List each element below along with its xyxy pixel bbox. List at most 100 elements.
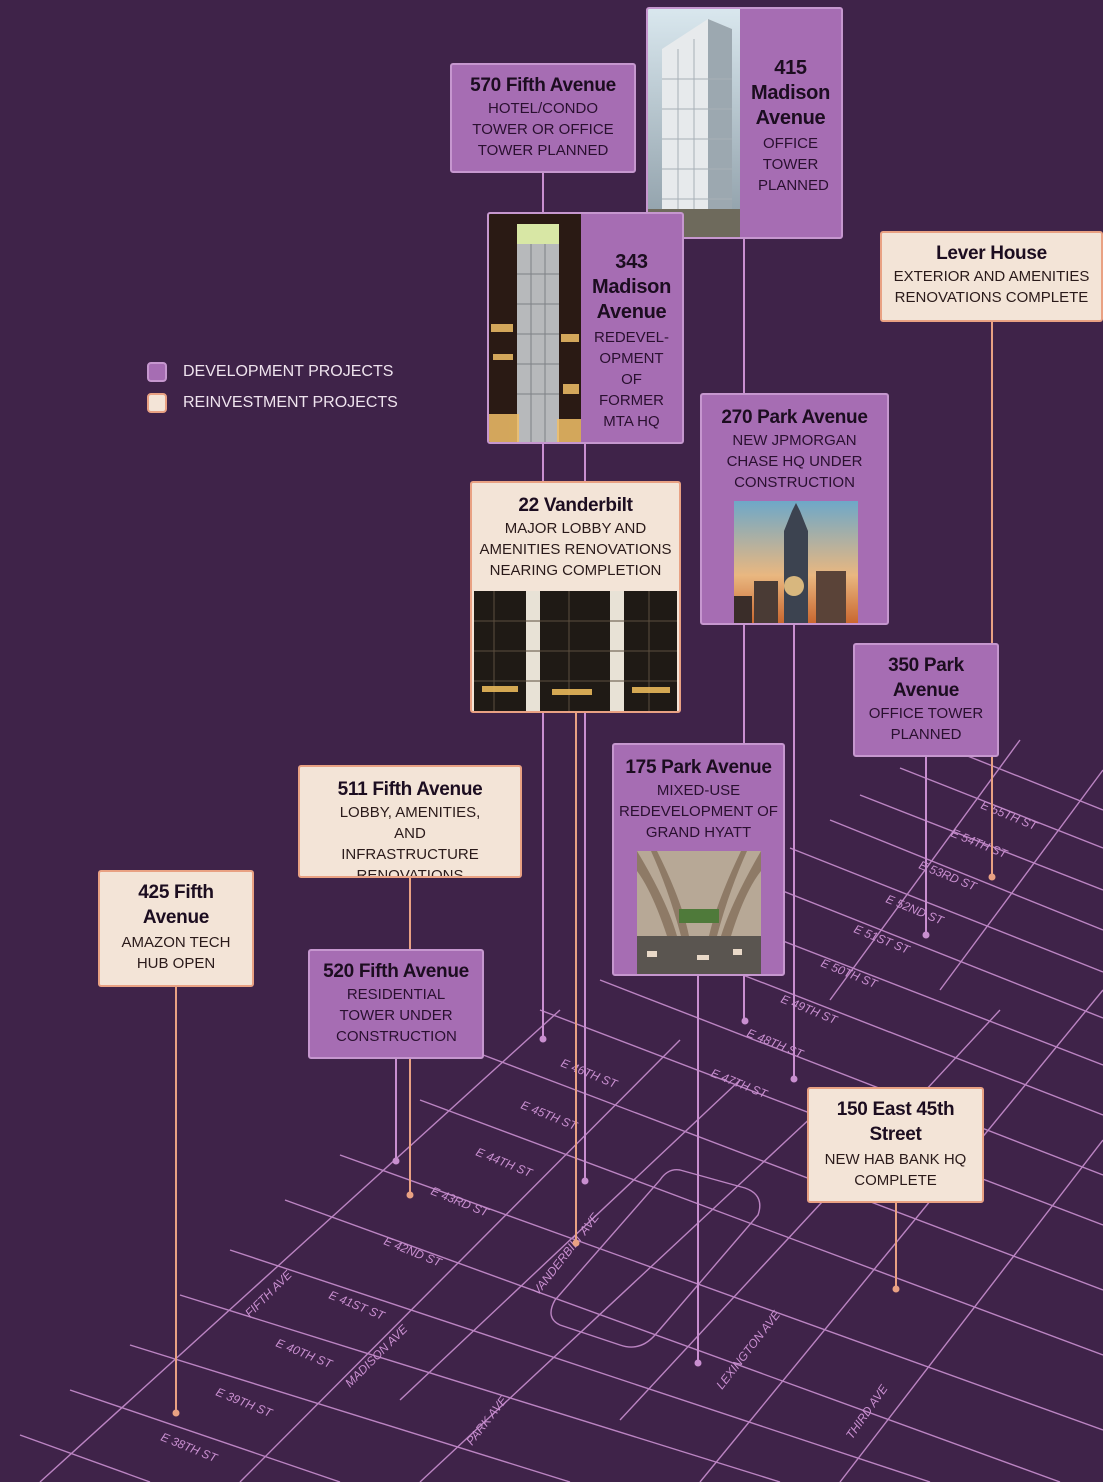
card-title: 415 Madison Avenue — [750, 57, 830, 129]
tower-175-park-image — [637, 851, 761, 974]
card-lever-house[interactable]: Lever House EXTERIOR AND AMENITIES RENOV… — [880, 231, 1103, 322]
card-description: EXTERIOR AND AMENITIES RENOVATIONS COMPL… — [893, 268, 1090, 306]
label-e39: E 39TH ST — [214, 1385, 276, 1421]
marker-lever — [988, 873, 996, 881]
label-third-ave: THIRD AVE — [843, 1381, 891, 1441]
street-e47 — [599, 979, 1103, 1176]
street-e37 — [19, 1434, 151, 1482]
label-e45: E 45TH ST — [519, 1098, 581, 1134]
marker-425 — [172, 1409, 180, 1417]
label-e54: E 54TH ST — [949, 826, 1011, 862]
marker-511 — [406, 1191, 414, 1199]
tower-415-madison-image — [648, 9, 740, 237]
marker-175 — [694, 1359, 702, 1367]
label-e38: E 38TH ST — [159, 1430, 221, 1466]
card-511-fifth-avenue[interactable]: 511 Fifth Avenue LOBBY, AMENITIES, AND I… — [298, 765, 522, 878]
legend-reinvestment: REINVESTMENT PROJECTS — [147, 387, 398, 418]
label-e43: E 43RD ST — [429, 1184, 492, 1220]
street-e41 — [229, 1249, 931, 1482]
card-title: 520 Fifth Avenue — [323, 961, 469, 982]
card-description: OFFICE TOWER PLANNED — [868, 705, 984, 743]
legend-label-development: DEVELOPMENT PROJECTS — [183, 362, 394, 380]
street-e52 — [829, 819, 1103, 931]
map-legend: DEVELOPMENT PROJECTS REINVESTMENT PROJEC… — [147, 356, 398, 418]
card-title: 22 Vanderbilt — [518, 495, 633, 516]
card-description: NEW JPMORGAN CHASE HQ UNDER CONSTRUCTION — [726, 432, 863, 491]
label-e46: E 46TH ST — [559, 1056, 621, 1092]
avenue-third — [699, 989, 1103, 1482]
card-150-east-45th-street[interactable]: 150 East 45th Street NEW HAB BANK HQ COM… — [807, 1087, 984, 1203]
card-description: RESIDENTIAL TOWER UNDER CONSTRUCTION — [336, 986, 457, 1045]
label-e50: E 50TH ST — [819, 956, 881, 992]
card-415-madison-avenue[interactable]: 415 Madison Avenue OFFICE TOWER PLANNED — [646, 7, 843, 239]
label-lexington-ave: LEXINGTON AVE — [713, 1307, 783, 1392]
card-title: 350 Park Avenue — [888, 655, 964, 701]
card-description: AMAZON TECH HUB OPEN — [121, 934, 231, 972]
card-description: REDEVEL-OPMENT OF FORMER MTA HQ — [593, 329, 670, 430]
card-520-fifth-avenue[interactable]: 520 Fifth Avenue RESIDENTIAL TOWER UNDER… — [308, 949, 484, 1059]
card-description: LOBBY, AMENITIES, AND INFRASTRUCTURE REN… — [339, 804, 481, 878]
card-title: 150 East 45th Street — [836, 1099, 955, 1145]
street-e44 — [419, 1099, 1103, 1356]
tower-343-madison-image — [489, 214, 581, 442]
label-e55: E 55TH ST — [979, 798, 1041, 834]
street-e40 — [179, 1294, 781, 1482]
legend-development: DEVELOPMENT PROJECTS — [147, 356, 398, 387]
card-title: 270 Park Avenue — [721, 407, 868, 428]
label-e47: E 47TH ST — [709, 1066, 771, 1102]
label-madison-ave: MADISON AVE — [342, 1321, 411, 1390]
label-e48: E 48TH ST — [745, 1026, 807, 1062]
grand-central-outline — [550, 1169, 761, 1348]
label-e44: E 44TH ST — [474, 1145, 536, 1181]
avenue-second — [839, 1139, 1103, 1482]
card-425-fifth-avenue[interactable]: 425 Fifth Avenue AMAZON TECH HUB OPEN — [98, 870, 254, 987]
street-e43 — [339, 1154, 1103, 1431]
card-description: OFFICE TOWER PLANNED — [758, 135, 829, 194]
street-e54 — [899, 767, 1103, 849]
card-22-vanderbilt[interactable]: 22 Vanderbilt MAJOR LOBBY AND AMENITIES … — [470, 481, 681, 713]
card-title: 343 Madison Avenue — [591, 251, 671, 323]
street-e50 — [749, 877, 1103, 1019]
legend-label-reinvestment: REINVESTMENT PROJECTS — [183, 393, 398, 411]
marker-150 — [892, 1285, 900, 1293]
marker-350 — [922, 931, 930, 939]
card-175-park-avenue[interactable]: 175 Park Avenue MIXED-USE REDEVELOPMENT … — [612, 743, 785, 976]
legend-swatch-development — [147, 361, 167, 382]
card-title: 175 Park Avenue — [625, 757, 772, 778]
avenue-park — [419, 1099, 831, 1482]
marker-22v — [572, 1239, 580, 1247]
marker-520 — [392, 1157, 400, 1165]
card-270-park-avenue[interactable]: 270 Park Avenue NEW JPMORGAN CHASE HQ UN… — [700, 393, 889, 625]
card-description: NEW HAB BANK HQ COMPLETE — [824, 1151, 967, 1189]
avenue-vanderbilt — [399, 1079, 741, 1401]
card-description: HOTEL/CONDO TOWER OR OFFICE TOWER PLANNE… — [472, 100, 614, 159]
card-description: MAJOR LOBBY AND AMENITIES RENOVATIONS NE… — [479, 520, 672, 579]
card-title: 511 Fifth Avenue — [337, 779, 483, 800]
card-570-fifth-avenue[interactable]: 570 Fifth Avenue HOTEL/CONDO TOWER OR OF… — [450, 63, 636, 173]
card-343-madison-avenue[interactable]: 343 Madison Avenue REDEVEL-OPMENT OF FOR… — [487, 212, 684, 444]
lobby-22-vanderbilt-image — [474, 591, 677, 711]
avenue-upper-lex — [939, 769, 1103, 991]
avenue-fifth — [39, 1009, 561, 1482]
card-title: Lever House — [936, 243, 1047, 264]
card-description: MIXED-USE REDEVELOPMENT OF GRAND HYATT — [619, 782, 778, 841]
marker-570 — [539, 1035, 547, 1043]
marker-415 — [741, 1017, 749, 1025]
avenue-lexington — [619, 1009, 1001, 1421]
street-e51 — [789, 847, 1103, 973]
legend-swatch-reinvestment — [147, 392, 167, 413]
label-e42: E 42ND ST — [382, 1234, 445, 1270]
label-park-ave: PARK AVE — [463, 1393, 510, 1448]
card-title: 425 Fifth Avenue — [138, 882, 214, 928]
street-e53 — [859, 794, 1103, 891]
card-title: 570 Fifth Avenue — [470, 75, 616, 96]
marker-343 — [581, 1177, 589, 1185]
card-350-park-avenue[interactable]: 350 Park Avenue OFFICE TOWER PLANNED — [853, 643, 999, 757]
label-vanderbilt-ave: VANDERBILT AVE — [529, 1210, 602, 1298]
marker-270 — [790, 1075, 798, 1083]
street-e38 — [69, 1389, 341, 1482]
street-e39 — [129, 1344, 571, 1482]
avenue-madison — [239, 1039, 681, 1482]
tower-270-park-image — [734, 501, 858, 623]
